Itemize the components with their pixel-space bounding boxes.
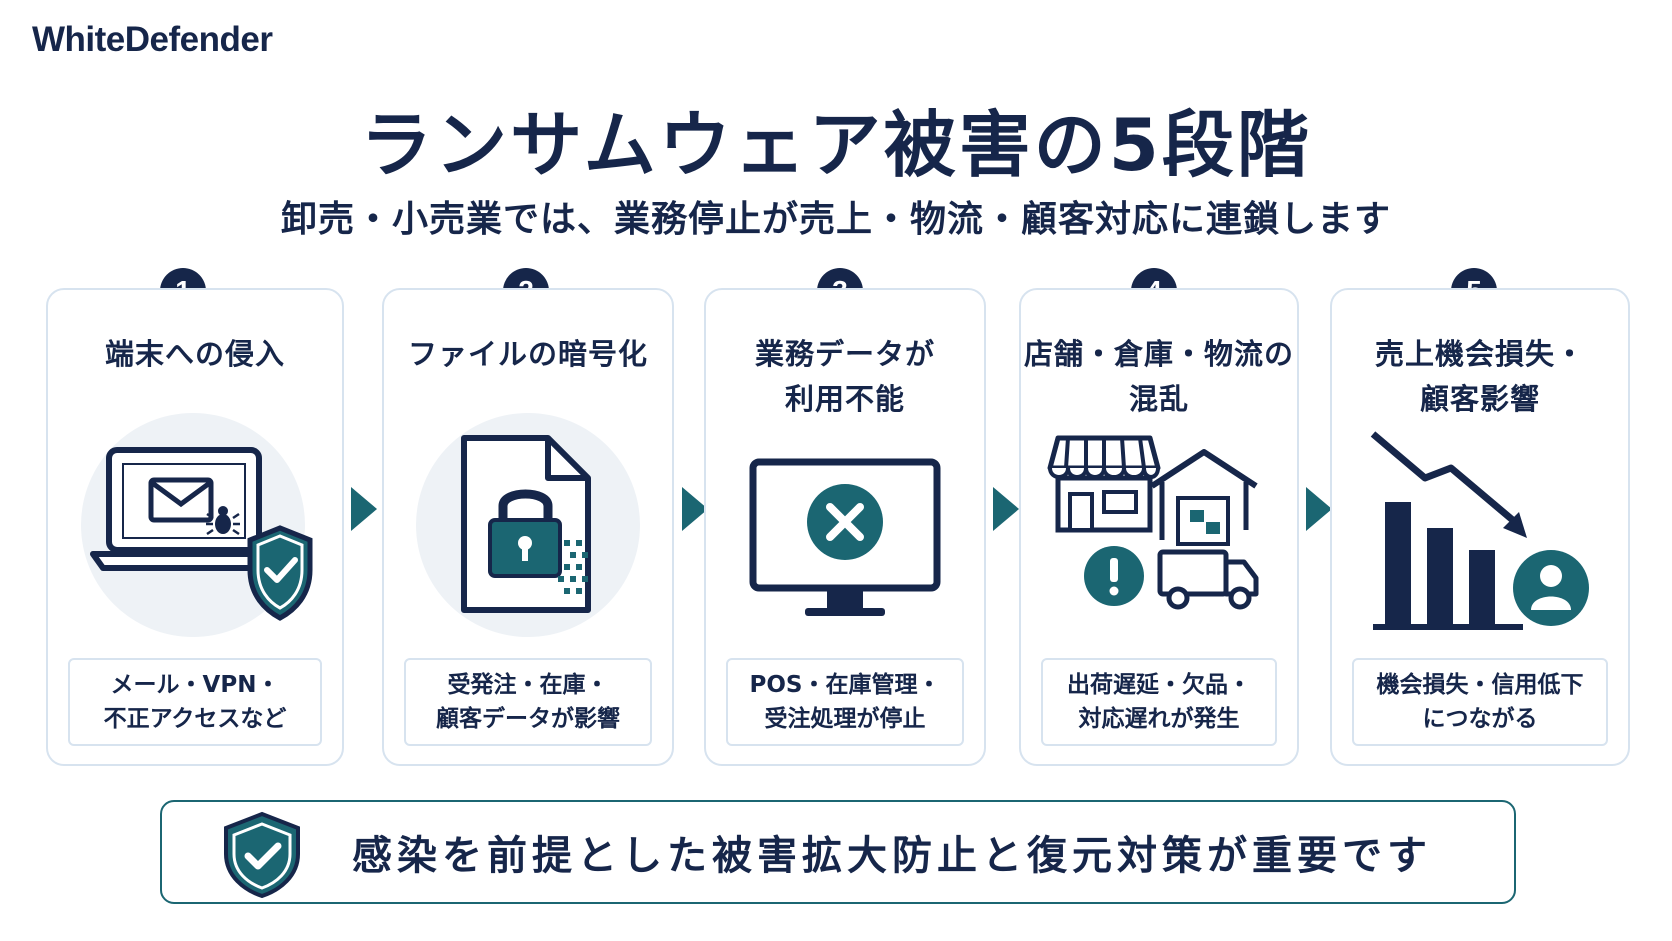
stage-2-desc-line-2: 顧客データが影響 <box>436 706 620 732</box>
stage-card-4: 店舗・倉庫・物流の 混乱 出荷遅延・欠品・ 対応遅れが発生 <box>1019 288 1299 766</box>
page-subtitle: 卸売・小売業では、業務停止が売上・物流・顧客対応に連鎖します <box>280 199 1391 240</box>
stage-2-title-line-1: ファイルの暗号化 <box>407 337 648 371</box>
stage-3-title-line-2: 利用不能 <box>784 382 905 416</box>
shield-check-icon <box>224 811 300 898</box>
stage-1-description: メール・VPN・ 不正アクセスなど <box>68 658 322 746</box>
stage-3-desc-line-1: POS・在庫管理・ <box>749 672 941 698</box>
brand-logo: WhiteDefender <box>32 20 273 59</box>
stage-4-title-line-1: 店舗・倉庫・物流の <box>1023 337 1294 371</box>
flow-arrow-1 <box>351 487 377 531</box>
monitor-error-icon <box>706 410 984 640</box>
stage-5-title: 売上機会損失・ 顧客影響 <box>1332 332 1628 422</box>
stage-4-title-line-2: 混乱 <box>1128 382 1189 416</box>
flow-arrow-2 <box>682 487 708 531</box>
stage-3-desc-line-2: 受注処理が停止 <box>764 706 926 732</box>
stage-5-desc-line-1: 機会損失・信用低下 <box>1376 672 1584 698</box>
page-title: ランサムウェア被害の5段階 <box>360 103 1312 187</box>
stage-3-title: 業務データが 利用不能 <box>706 332 984 422</box>
stage-1-title: 端末への侵入 <box>48 332 342 377</box>
stage-5-desc-line-2: につながる <box>1422 706 1538 732</box>
stage-1-desc-line-1: メール・VPN・ <box>110 672 280 698</box>
store-warehouse-truck-alert-icon <box>1021 410 1297 640</box>
flow-arrow-3 <box>993 487 1019 531</box>
stage-2-title: ファイルの暗号化 <box>384 332 672 377</box>
conclusion-banner: 感染を前提とした被害拡大防止と復元対策が重要です <box>160 800 1516 904</box>
stage-1-desc-line-2: 不正アクセスなど <box>103 706 287 732</box>
stage-1-title-line-1: 端末への侵入 <box>104 337 285 371</box>
banner-text: 感染を前提とした被害拡大防止と復元対策が重要です <box>352 833 1432 879</box>
flow-arrow-4 <box>1306 487 1332 531</box>
stage-card-1: 端末への侵入 メール・VPN・ 不正アクセスなど <box>46 288 344 766</box>
stage-4-desc-line-2: 対応遅れが発生 <box>1078 706 1240 732</box>
stage-2-description: 受発注・在庫・ 顧客データが影響 <box>404 658 652 746</box>
stage-5-description: 機会損失・信用低下 につながる <box>1352 658 1608 746</box>
stage-4-title: 店舗・倉庫・物流の 混乱 <box>1021 332 1297 422</box>
declining-chart-customer-icon <box>1332 410 1628 640</box>
stage-card-3: 業務データが 利用不能 POS・在庫管理・ 受注処理が停止 <box>704 288 986 766</box>
stage-card-2: ファイルの暗号化 受発注・在庫・ 顧客データが影響 <box>382 288 674 766</box>
locked-file-icon <box>384 410 672 640</box>
stage-2-desc-line-1: 受発注・在庫・ <box>447 672 609 698</box>
stage-card-5: 売上機会損失・ 顧客影響 機会損失・信用低下 につながる <box>1330 288 1630 766</box>
stage-4-description: 出荷遅延・欠品・ 対応遅れが発生 <box>1041 658 1277 746</box>
stage-3-description: POS・在庫管理・ 受注処理が停止 <box>726 658 964 746</box>
laptop-email-malware-shield-icon <box>48 410 342 640</box>
stage-4-desc-line-1: 出荷遅延・欠品・ <box>1067 672 1251 698</box>
stage-5-title-line-2: 顧客影響 <box>1419 382 1540 416</box>
stage-5-title-line-1: 売上機会損失・ <box>1374 337 1585 371</box>
stage-3-title-line-1: 業務データが <box>754 337 935 371</box>
